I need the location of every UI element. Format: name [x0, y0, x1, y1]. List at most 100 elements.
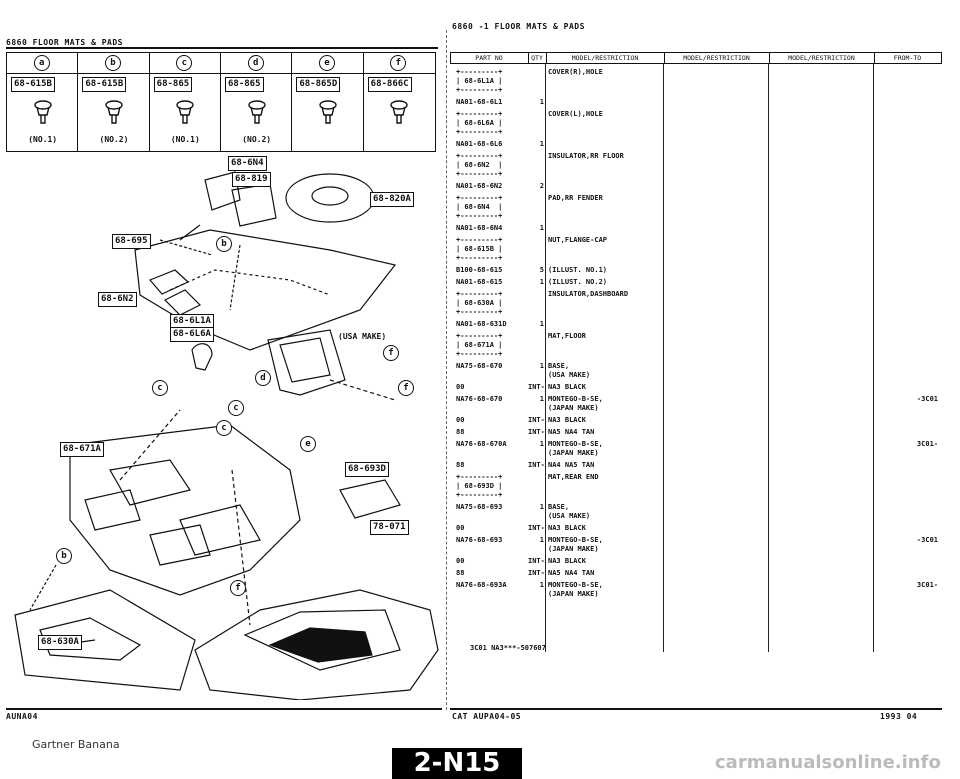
footer-left-code: AUNA04	[6, 712, 38, 721]
row-part-no: +---------+ | 68-6N4 | +---------+	[456, 194, 503, 220]
row-qty: INT-	[528, 461, 545, 469]
row-qty: 1	[539, 395, 544, 403]
page-divider	[446, 30, 448, 710]
fastener-cell: d 68-865 (NO.2)	[221, 53, 293, 151]
row-part-no: 00	[456, 557, 465, 565]
row-qty: 1	[539, 581, 544, 589]
callout-78-071: 78-071	[370, 520, 409, 535]
watermark-left: Gartner Banana	[32, 738, 120, 751]
row-description: NA4 NA5 TAN	[548, 461, 595, 469]
row-from-to: -3C01	[916, 536, 938, 544]
fastener-part-no: 68-865D	[296, 77, 341, 92]
row-description: NA3 BLACK	[548, 557, 586, 565]
diagram-circle: b	[56, 548, 72, 564]
row-from-to: 3C01-	[916, 440, 938, 448]
row-qty: 1	[539, 278, 544, 286]
fastener-note: (NO.2)	[99, 135, 129, 144]
car-outline	[194, 589, 439, 700]
callout-68-6n2: 68-6N2	[98, 292, 137, 307]
footer-center-code: CAT AUPA04-05	[452, 712, 522, 721]
row-qty: INT-	[528, 428, 545, 436]
fastener-note: (NO.1)	[28, 135, 58, 144]
table-header-row	[450, 52, 942, 64]
row-part-no: 88	[456, 428, 465, 436]
fastener-note: (NO.2)	[242, 135, 272, 144]
row-part-no: NA75-68-670	[456, 362, 503, 370]
row-description: MONTEGO-B-SE, (JAPAN MAKE)	[548, 395, 603, 412]
col-header-qty: QTY	[528, 52, 547, 64]
row-part-no: +---------+ | 68-615B | +---------+	[456, 236, 503, 262]
fastener-letter: d	[247, 55, 264, 71]
right-page-header: 6860 -1 FLOOR MATS & PADS	[452, 22, 585, 31]
fastener-letter: e	[318, 55, 335, 71]
row-part-no: NA76-68-670A	[456, 440, 507, 448]
left-header-rule	[6, 47, 438, 49]
row-part-no: NA01-68-615	[456, 278, 503, 286]
watermark-right: carmanualsonline.info	[715, 752, 941, 773]
callout-68-820a: 68-820A	[370, 192, 414, 207]
row-qty: INT-	[528, 416, 545, 424]
row-qty: INT-	[528, 524, 545, 532]
callout-68-695: 68-695	[112, 234, 151, 249]
row-description: NA3 BLACK	[548, 416, 586, 424]
footer-date: 1993 04	[880, 712, 918, 721]
row-part-no: +---------+ | 68-630A | +---------+	[456, 290, 503, 316]
row-description: COVER(L),HOLE	[548, 110, 603, 118]
col-header-model-1: MODEL/RESTRICTION	[546, 52, 665, 64]
left-footer-rule	[6, 708, 442, 710]
row-description: NA3 BLACK	[548, 524, 586, 532]
fastener-icon	[105, 100, 123, 124]
row-description: (ILLUST. NO.1)	[548, 266, 608, 274]
fastener-part-no: 68-615B	[11, 77, 55, 92]
row-qty: 1	[539, 320, 544, 328]
fastener-note: (NO.1)	[170, 135, 200, 144]
row-part-no: NA76-68-670	[456, 395, 503, 403]
row-part-no: NA75-68-693	[456, 503, 503, 511]
fastener-letter: c	[176, 55, 193, 71]
fastener-icon	[176, 100, 195, 124]
row-qty: 1	[539, 362, 544, 370]
table-footnote: 3C01 NA3***-507607	[470, 644, 546, 652]
callout-68-671a: 68-671A	[60, 442, 104, 457]
row-part-no: +---------+ | 68-693D | +---------+	[456, 473, 503, 499]
tire-pad-shape	[285, 173, 375, 223]
fastener-icon	[390, 100, 409, 124]
fastener-part-no: 68-865	[225, 77, 264, 92]
row-part-no: NA01-68-6N4	[456, 224, 503, 232]
diagram-circle: c	[152, 380, 168, 396]
callout-68-6n4: 68-6N4	[228, 156, 267, 171]
row-part-no: NA76-68-693	[456, 536, 503, 544]
row-part-no: 00	[456, 524, 465, 532]
row-qty: INT-	[528, 383, 545, 391]
diagram-circle: f	[383, 345, 399, 361]
callout-68-6l6a: 68-6L6A	[170, 327, 214, 342]
row-part-no: NA01-68-6L6	[456, 140, 503, 148]
row-part-no: NA01-68-631D	[456, 320, 507, 328]
col-header-model-3: MODEL/RESTRICTION	[769, 52, 875, 64]
fastener-letter: a	[33, 55, 50, 71]
diagram-line-art	[14, 171, 439, 700]
row-description: MONTEGO-B-SE, (JAPAN MAKE)	[548, 440, 603, 457]
row-from-to: 3C01-	[916, 581, 938, 589]
callout-68-693d: 68-693D	[345, 462, 389, 477]
dashboard-insulator-shape	[14, 589, 196, 691]
row-part-no: 00	[456, 383, 465, 391]
floor-mat-shape	[69, 424, 301, 596]
row-qty: 1	[539, 503, 544, 511]
row-description: BASE, (USA MAKE)	[548, 362, 591, 379]
row-qty: 1	[539, 140, 544, 148]
row-part-no: 00	[456, 416, 465, 424]
diagram-circle: c	[216, 420, 232, 436]
right-footer-rule	[450, 708, 942, 710]
left-page-header: 6860 FLOOR MATS & PADS	[6, 38, 123, 47]
row-description: NUT,FLANGE-CAP	[548, 236, 608, 244]
row-description: BASE, (USA MAKE)	[548, 503, 591, 520]
row-description: MONTEGO-B-SE, (JAPAN MAKE)	[548, 581, 603, 598]
diagram-circle: e	[300, 436, 316, 452]
row-part-no: NA01-68-6L1	[456, 98, 503, 106]
diagram-circle: c	[228, 400, 244, 416]
diagram-circle: f	[398, 380, 414, 396]
row-part-no: B100-68-615	[456, 266, 503, 274]
